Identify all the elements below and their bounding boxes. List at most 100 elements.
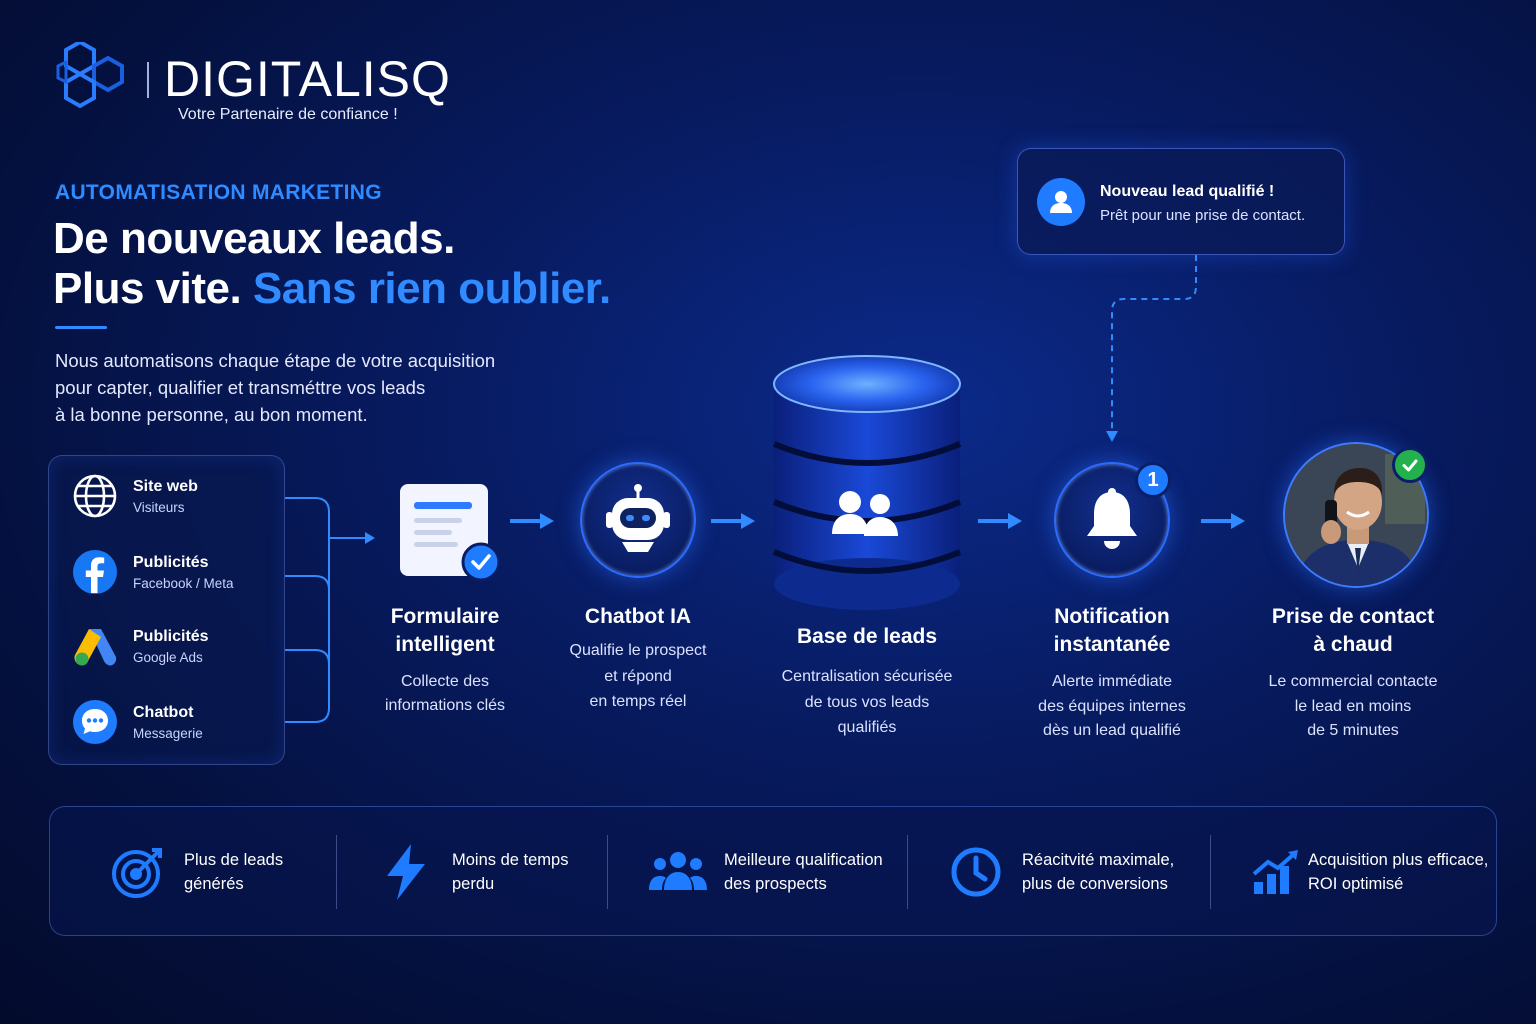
source-subtitle: Facebook / Meta bbox=[133, 575, 234, 591]
step-notification-title-line1: Notification bbox=[1054, 605, 1170, 628]
benefit-less-time: Moins de temps perdu bbox=[376, 807, 568, 937]
step-contact-title-line2: à chaud bbox=[1313, 633, 1393, 656]
source-subtitle: Messagerie bbox=[133, 725, 203, 741]
benefit-line-1: Réacitvité maximale, bbox=[1022, 851, 1175, 869]
database-cylinder-icon bbox=[772, 355, 962, 610]
step-form-desc-line1: Collecte des bbox=[400, 673, 490, 690]
benefit-line-2: des prospects bbox=[724, 875, 827, 893]
source-subtitle: Google Ads bbox=[133, 649, 203, 665]
step-notification-title: Notification instantanée bbox=[1022, 603, 1202, 659]
benefit-line-1: Meilleure qualification bbox=[724, 851, 883, 869]
step-chatbot-description: Qualifie le prospect et répond en temps … bbox=[545, 638, 731, 715]
notification-text: Prêt pour une prise de contact. bbox=[1100, 207, 1306, 224]
step-contact-desc-line1: Le commercial contacte bbox=[1268, 673, 1438, 690]
sales-rep-photo bbox=[1283, 442, 1429, 588]
benefit-text: Meilleure qualification des prospects bbox=[724, 848, 883, 896]
hero-intro: Nous automatisons chaque étape de votre … bbox=[55, 347, 535, 428]
flow-arrow-icon bbox=[978, 513, 1022, 529]
intro-line-1: Nous automatisons chaque étape de votre … bbox=[55, 350, 496, 371]
step-chatbot-title: Chatbot IA bbox=[584, 605, 692, 628]
source-title: Site web bbox=[133, 477, 198, 495]
step-database-desc-line2: de tous vos leads bbox=[804, 693, 930, 711]
clock-icon bbox=[946, 842, 1006, 902]
facebook-icon bbox=[71, 548, 119, 596]
step-database-title: Base de leads bbox=[796, 625, 938, 648]
benefit-line-1: Moins de temps bbox=[452, 851, 569, 869]
benefits-bar: Plus de leads générés Moins de temps perdu… bbox=[49, 806, 1497, 936]
user-icon bbox=[1037, 178, 1085, 226]
step-form-title-line2: intelligent bbox=[395, 633, 495, 656]
chat-bubble-icon bbox=[71, 698, 119, 746]
benefit-text: Acquisition plus efficace, ROI optimisé bbox=[1308, 848, 1488, 896]
hero-eyebrow: AUTOMATISATION MARKETING bbox=[55, 181, 382, 204]
source-title: Chatbot bbox=[133, 703, 194, 721]
benefit-more-leads: Plus de leads générés bbox=[108, 807, 283, 937]
step-database-desc-line3: qualifiés bbox=[837, 719, 897, 736]
headline-line-1: De nouveaux leads. bbox=[53, 214, 455, 263]
step-notification-node bbox=[1054, 462, 1170, 578]
headline-divider bbox=[55, 326, 107, 329]
growth-chart-icon bbox=[1246, 842, 1306, 902]
intro-line-2: pour capter, qualifier et transméttre vo… bbox=[55, 377, 426, 398]
notification-title: Nouveau lead qualifié ! bbox=[1100, 183, 1275, 200]
google-ads-icon bbox=[71, 622, 119, 670]
benefit-better-qualification: Meilleure qualification des prospects bbox=[648, 807, 883, 937]
step-chatbot-desc-line1: Qualifie le prospect bbox=[569, 642, 707, 659]
flow-arrow-icon bbox=[510, 513, 554, 529]
benefit-separator bbox=[907, 835, 908, 909]
benefit-line-2: générés bbox=[184, 875, 244, 893]
brand-name: DIGITALISQ bbox=[164, 51, 451, 107]
new-lead-notification-card: Nouveau lead qualifié ! Prêt pour une pr… bbox=[1017, 148, 1345, 255]
flow-arrow-icon bbox=[1201, 513, 1245, 529]
benefit-line-2: ROI optimisé bbox=[1308, 875, 1404, 893]
benefit-line-1: Acquisition plus efficace, bbox=[1308, 851, 1489, 869]
benefit-line-2: perdu bbox=[452, 875, 495, 893]
source-title: Publicités bbox=[133, 627, 209, 645]
benefit-text: Réacitvité maximale, plus de conversions bbox=[1022, 848, 1174, 896]
benefit-reactivity: Réacitvité maximale, plus de conversions bbox=[946, 807, 1174, 937]
lightning-icon bbox=[376, 842, 436, 902]
notification-count-badge: 1 bbox=[1135, 462, 1171, 498]
headline-line-2-plain: Plus vite. bbox=[53, 264, 253, 313]
logo-separator bbox=[147, 62, 149, 98]
benefit-line-1: Plus de leads bbox=[184, 851, 284, 869]
step-form-description: Collecte des informations clés bbox=[355, 670, 535, 718]
step-form-title-line1: Formulaire bbox=[390, 605, 500, 628]
form-check-icon bbox=[400, 484, 501, 582]
step-contact-desc-line3: de 5 minutes bbox=[1307, 722, 1399, 739]
step-contact-title: Prise de contact à chaud bbox=[1253, 603, 1453, 659]
step-notification-title-line2: instantanée bbox=[1053, 633, 1171, 656]
benefit-line-2: plus de conversions bbox=[1022, 875, 1168, 893]
step-notification-desc-line1: Alerte immédiate bbox=[1051, 673, 1173, 690]
benefit-separator bbox=[336, 835, 337, 909]
step-contact-desc-line2: le lead en moins bbox=[1294, 697, 1412, 715]
benefit-text: Moins de temps perdu bbox=[452, 848, 568, 896]
check-icon bbox=[1392, 447, 1428, 483]
benefit-text: Plus de leads générés bbox=[184, 848, 283, 896]
intro-line-3: à la bonne personne, au bon moment. bbox=[55, 404, 368, 425]
benefit-separator bbox=[1210, 835, 1211, 909]
logo-hexagons-icon bbox=[56, 42, 124, 109]
step-chatbot-desc-line3: en temps réel bbox=[589, 693, 687, 710]
sources-connector-lines bbox=[285, 497, 375, 723]
notification-dashed-connector bbox=[1106, 255, 1197, 442]
hero-headline: De nouveaux leads. Plus vite. Sans rien … bbox=[53, 214, 611, 314]
headline-line-2: Plus vite. Sans rien oublier. bbox=[53, 264, 611, 314]
globe-icon bbox=[71, 472, 119, 520]
brand-tagline: Votre Partenaire de confiance ! bbox=[178, 106, 398, 123]
step-form-title: Formulaire intelligent bbox=[360, 603, 530, 659]
target-icon bbox=[108, 842, 168, 902]
step-chatbot-node bbox=[580, 462, 696, 578]
step-contact-description: Le commercial contacte le lead en moins … bbox=[1248, 670, 1458, 744]
step-form-desc-line2: informations clés bbox=[384, 697, 506, 714]
benefit-separator bbox=[607, 835, 608, 909]
step-contact-title-line1: Prise de contact bbox=[1271, 605, 1435, 628]
team-icon bbox=[648, 842, 708, 902]
bell-icon bbox=[1087, 488, 1137, 549]
step-database-description: Centralisation sécurisée de tous vos lea… bbox=[762, 664, 972, 741]
